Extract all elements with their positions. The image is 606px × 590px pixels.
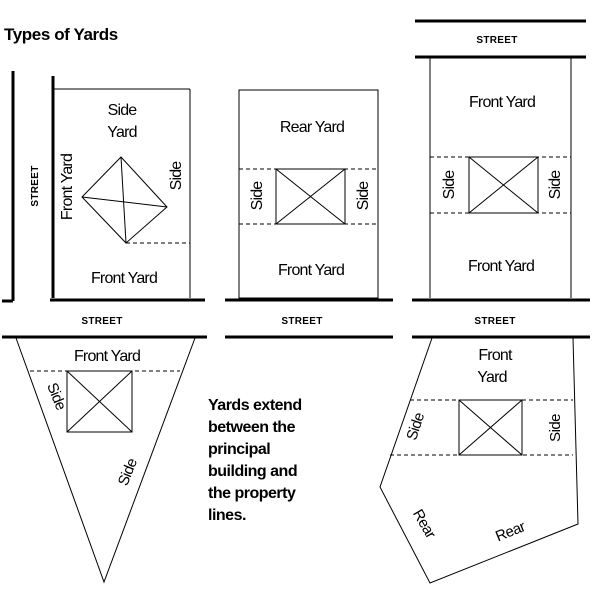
irregular-lot-building-diag-2: [458, 399, 523, 456]
triangular-lot-building-diag-2: [66, 370, 133, 433]
triangular-lot-front-yard: Front Yard: [74, 348, 140, 365]
through-lot-side-right: Side: [547, 170, 564, 200]
irregular-lot-boundary: [379, 337, 579, 584]
irregular-lot-front-yard-line-2: Yard: [477, 369, 506, 386]
note-line-2: between the: [208, 419, 296, 436]
street-label-1: STREET: [81, 316, 122, 327]
corner-lot-front-yard-bottom: Front Yard: [91, 270, 157, 287]
through-lot-side-left: Side: [441, 170, 458, 200]
interior-lot-side-right: Side: [355, 181, 372, 211]
street-lines: [2, 19, 590, 339]
interior-lot-front-yard: Front Yard: [278, 262, 344, 279]
interior-lot-building: [275, 168, 346, 225]
corner-lot: Side Yard Front Yard Side Front Yard: [51, 76, 191, 298]
triangular-lot-side-top: Side: [43, 380, 69, 412]
note-line-1: Yards extend: [208, 397, 302, 414]
through-lot: Front Yard Side Side Front Yard: [429, 57, 572, 298]
street-label-top: STREET: [476, 35, 517, 46]
interior-lot-building-diag-2: [275, 168, 346, 225]
note-line-4: building and: [208, 463, 297, 480]
street-labels: STREET STREET STREET STREET STREET: [30, 35, 517, 327]
through-lot-building-diag-2: [468, 156, 539, 214]
through-lot-front-yard-bottom: Front Yard: [468, 258, 534, 275]
note-line-5: the property: [208, 485, 296, 502]
triangular-lot-building: [66, 370, 133, 433]
triangular-lot: Front Yard Side Side: [15, 337, 196, 584]
through-lot-front-yard-top: Front Yard: [469, 94, 535, 111]
interior-lot-side-left: Side: [249, 181, 266, 211]
interior-lot-boundary: [238, 89, 379, 299]
street-label-2: STREET: [281, 316, 322, 327]
interior-lot-rear-yard: Rear Yard: [280, 119, 344, 136]
corner-lot-building: [81, 156, 168, 244]
corner-lot-building-diag-2: [81, 196, 168, 208]
diagram-title: Types of Yards: [4, 25, 118, 44]
irregular-lot: Front Yard Side Side Rear Rear: [379, 337, 579, 584]
corner-lot-side-yard-line-1: Side: [108, 102, 138, 119]
irregular-lot-rear-right: Rear: [493, 518, 528, 545]
through-lot-building: [468, 156, 539, 214]
triangular-lot-boundary: [15, 337, 196, 584]
irregular-lot-front-yard-line-1: Front: [478, 347, 513, 364]
irregular-lot-rear-left: Rear: [409, 506, 439, 541]
explanatory-note: Yards extend between the principal build…: [208, 397, 302, 524]
irregular-lot-building: [458, 399, 523, 456]
street-label-3: STREET: [474, 316, 515, 327]
corner-lot-side-yard-line-2: Yard: [107, 124, 136, 141]
note-line-6: lines.: [208, 507, 246, 524]
irregular-lot-side-right: Side: [547, 414, 564, 442]
irregular-lot-side-left: Side: [403, 411, 428, 443]
street-label-left: STREET: [30, 165, 41, 206]
corner-lot-building-diag-1: [120, 156, 127, 244]
corner-lot-side-label: Side: [168, 161, 185, 191]
note-line-3: principal: [208, 441, 270, 458]
interior-lot: Rear Yard Side Side Front Yard: [238, 89, 379, 299]
corner-lot-front-yard-left: Front Yard: [59, 154, 76, 220]
triangular-lot-side-bottom: Side: [115, 456, 141, 488]
